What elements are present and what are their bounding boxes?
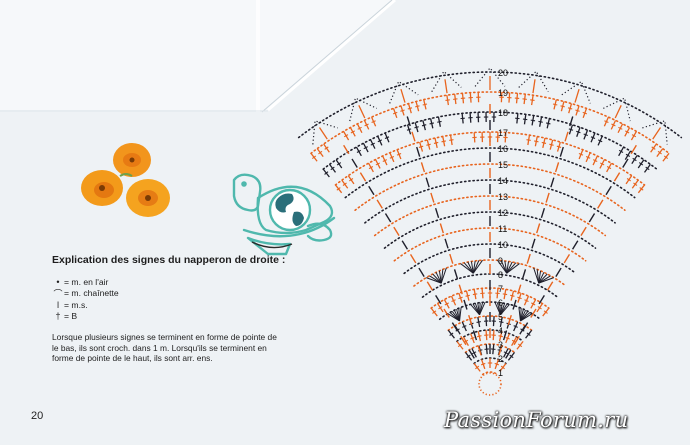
row-number: 11 xyxy=(498,224,507,234)
row-number: 7 xyxy=(498,284,503,294)
stitch-rows xyxy=(297,67,683,396)
legend-item: • = m. en l'air xyxy=(52,276,292,288)
flower-illustration xyxy=(81,143,170,217)
page-number: 20 xyxy=(31,410,44,422)
row-number: 6 xyxy=(498,298,503,308)
row-number: 5 xyxy=(498,312,503,322)
legend-label: = m. en l'air xyxy=(64,276,109,287)
row-number: 8 xyxy=(498,270,503,280)
row-number: 2 xyxy=(498,354,503,364)
row-number: 9 xyxy=(498,256,503,266)
legend-item: ǀ = m.s. xyxy=(52,299,292,311)
row-number: 19 xyxy=(498,88,508,98)
row-number: 17 xyxy=(498,128,508,138)
row-number: 1 xyxy=(498,368,503,378)
row-number: 14 xyxy=(498,176,508,186)
row-number: 12 xyxy=(498,208,508,218)
treble-cross-icon: † xyxy=(55,311,61,322)
legend-panel: Explication des signes du napperon de dr… xyxy=(52,254,292,364)
row-number: 10 xyxy=(498,240,508,250)
watermark-logo: PassionForum.ru xyxy=(444,408,629,432)
row-number: 18 xyxy=(498,108,508,118)
legend-label: = B xyxy=(64,311,78,322)
legend-label: = m.s. xyxy=(64,299,88,310)
row-number: 13 xyxy=(498,192,508,202)
slip-stitch-arc-icon: ⌒ xyxy=(53,288,63,299)
single-crochet-icon: ǀ xyxy=(56,299,60,310)
chain-dot-icon: • xyxy=(56,276,60,287)
row-number: 4 xyxy=(498,326,503,336)
turtle-globe-logo xyxy=(232,173,336,256)
legend-label: = m. chaînette xyxy=(64,288,119,299)
legend-item: † = B xyxy=(52,311,292,323)
legend-list: • = m. en l'air ⌒ = m. chaînette ǀ = m.s… xyxy=(52,276,292,322)
row-number: 15 xyxy=(498,160,508,170)
row-number: 3 xyxy=(498,340,503,350)
legend-item: ⌒ = m. chaînette xyxy=(52,288,292,300)
row-number: 20 xyxy=(498,68,508,78)
legend-title: Explication des signes du napperon de dr… xyxy=(52,254,286,266)
row-number: 16 xyxy=(498,144,508,154)
legend-note: Lorsque plusieurs signes se terminent en… xyxy=(52,332,277,364)
